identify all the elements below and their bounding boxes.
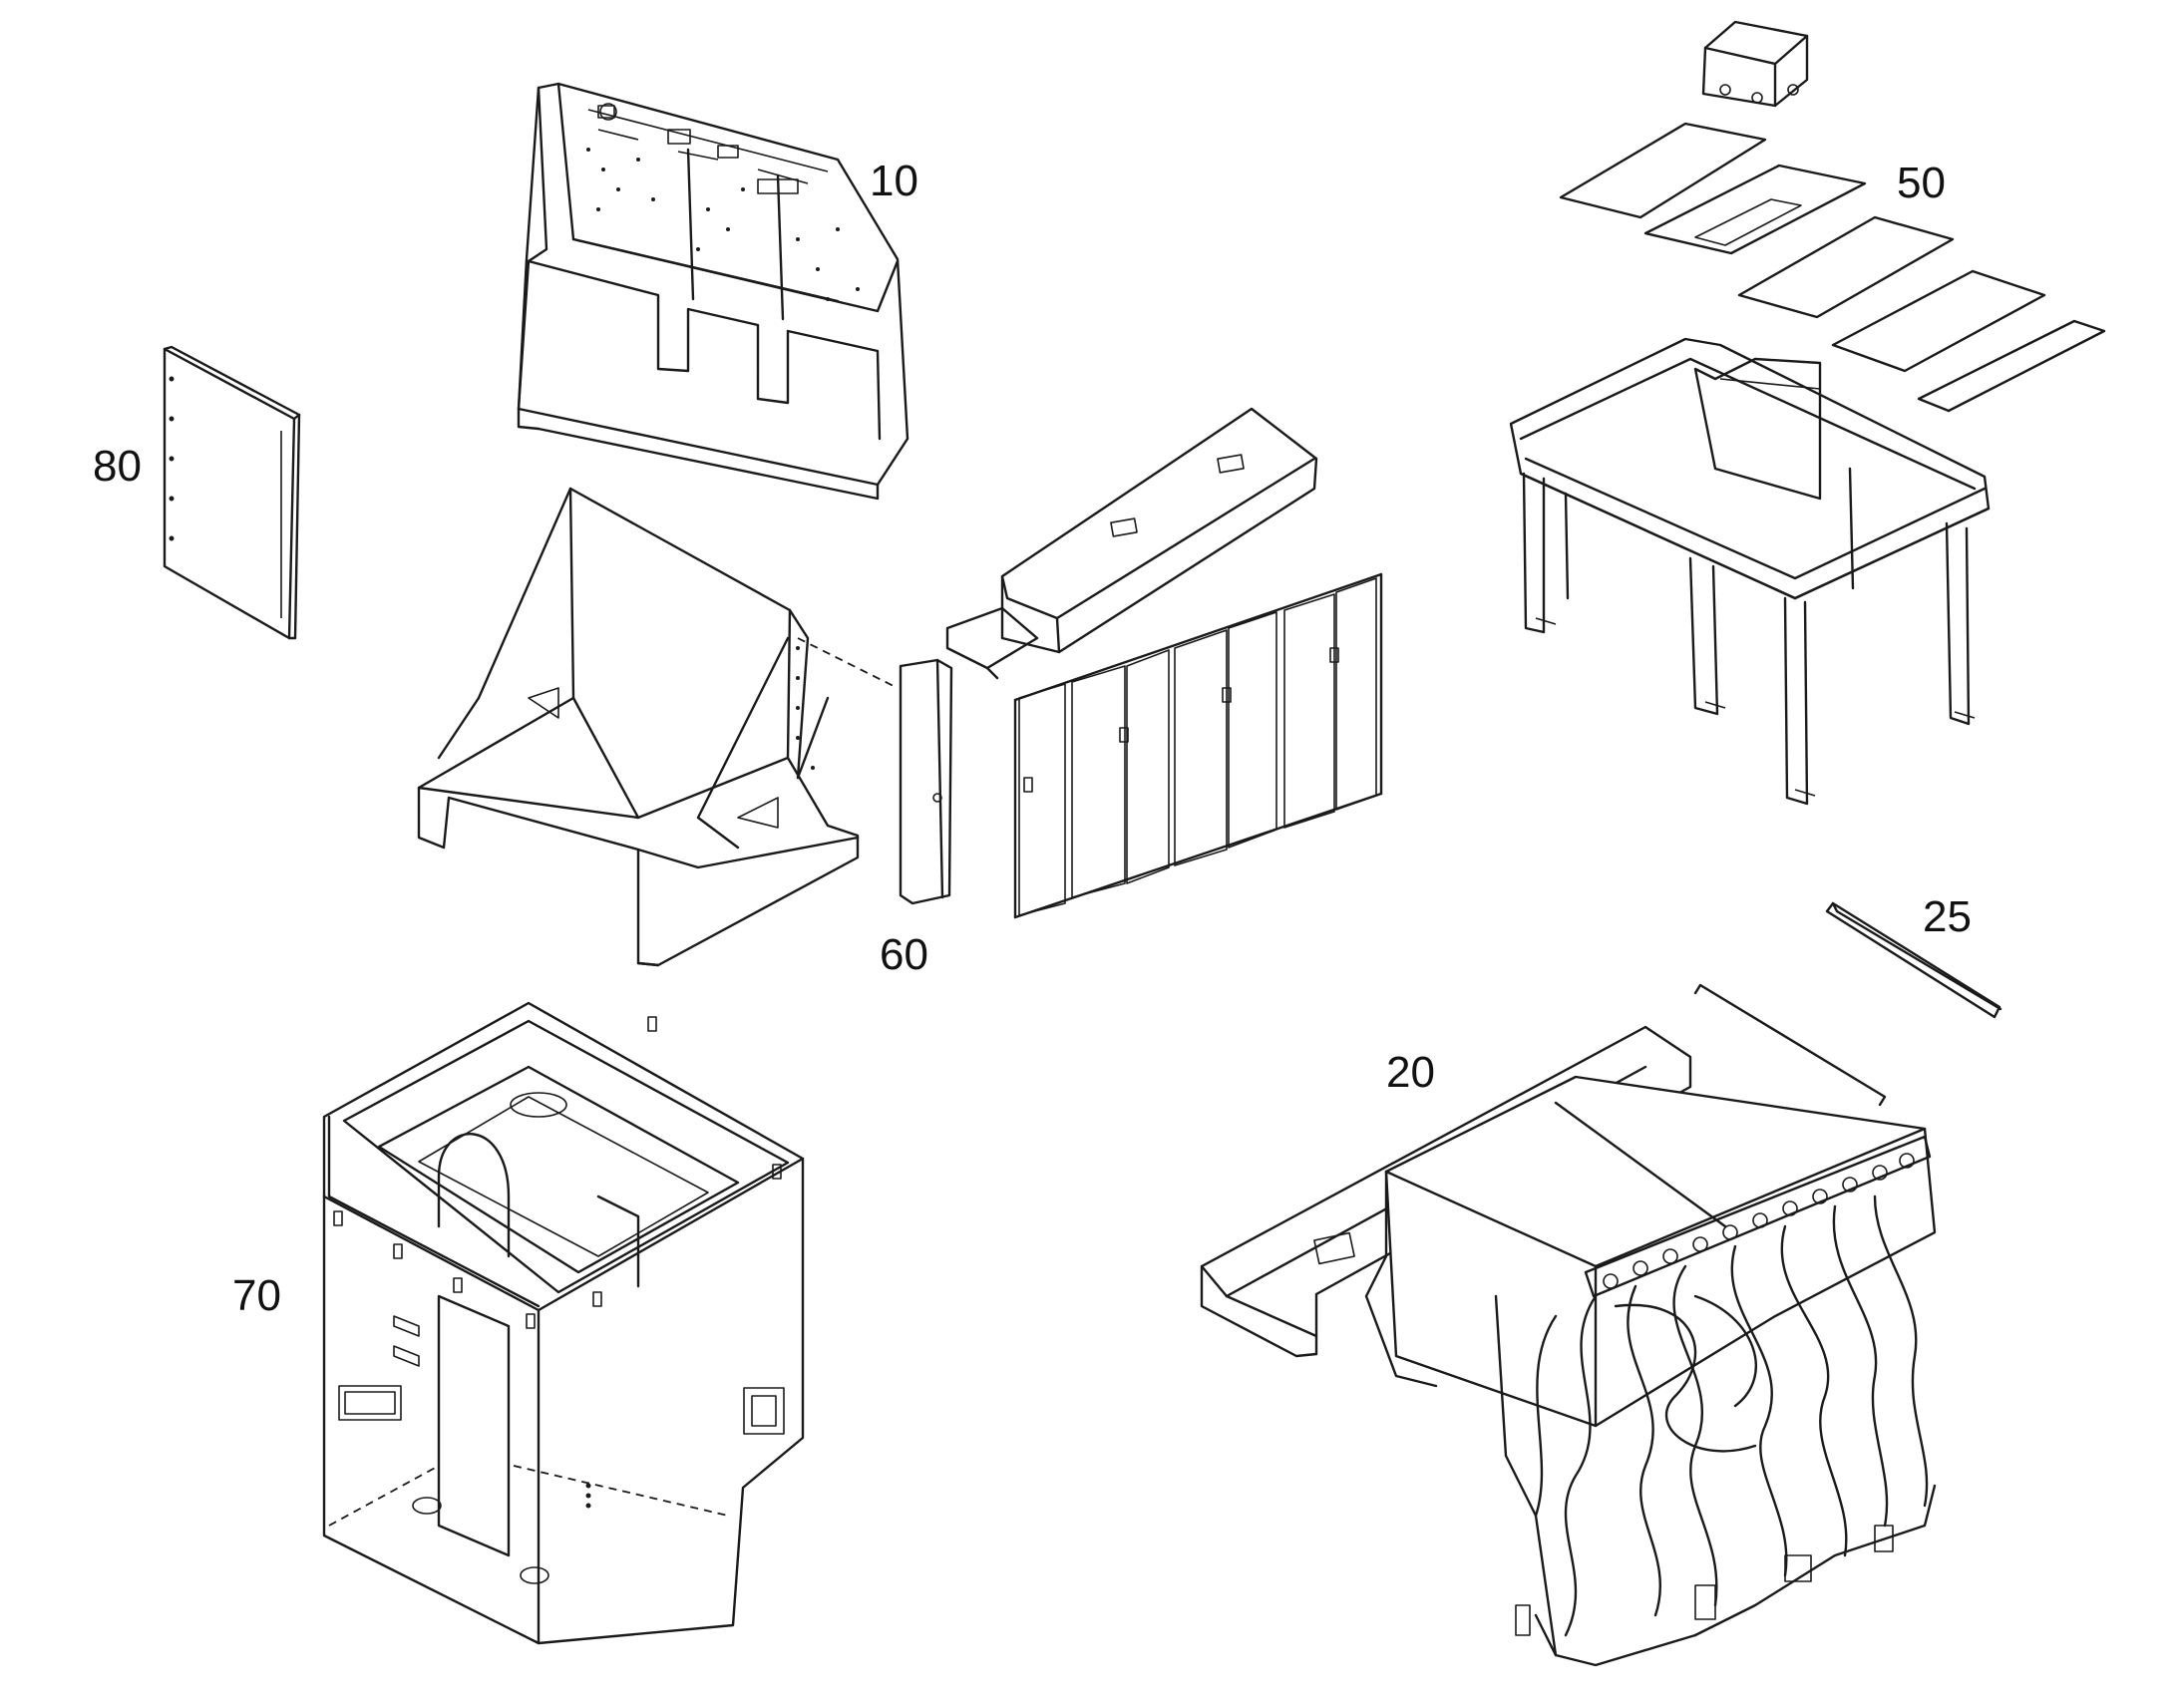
part-70-base-cabinet [322,1001,805,1645]
center-beam-and-panels [945,407,1383,919]
callout-25: 25 [1923,892,1972,941]
part-50-frame-and-covers [1509,20,2106,806]
callout-60: 60 [880,930,928,979]
part-80-side-panel [163,345,301,640]
callout-10: 10 [870,157,918,205]
part-25-rail [1825,901,2002,1019]
callout-70: 70 [232,1271,281,1320]
callout-80: 80 [93,442,142,491]
part-60-door [899,658,953,905]
part-10-console-housing [517,82,909,501]
callout-50: 50 [1897,159,1946,207]
part-20-piping-assembly [1200,983,1937,1667]
callout-20: 20 [1386,1048,1435,1097]
part-60-seat-bracket [417,487,899,967]
